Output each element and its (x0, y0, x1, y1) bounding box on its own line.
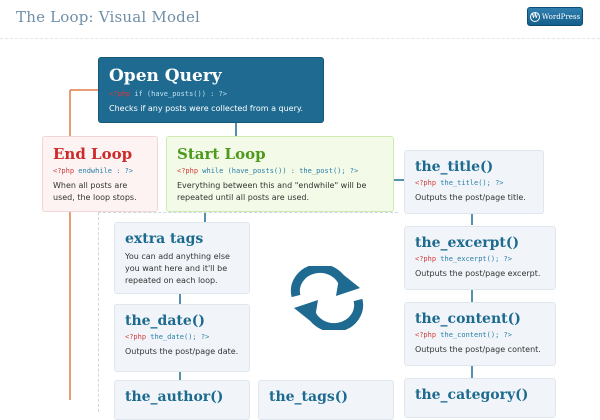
card-code: <?php the_excerpt(); ?> (415, 255, 512, 263)
card-desc: Outputs the post/page content. (415, 345, 541, 354)
wordpress-badge-label: WordPress (541, 12, 581, 21)
card-title: the_excerpt() (415, 235, 520, 251)
wordpress-badge[interactable]: W WordPress (527, 7, 583, 26)
card-title: the_author() (125, 389, 224, 405)
card-the-author: the_author() (114, 380, 250, 420)
open-query-code: <?php if (have_posts()) : ?> (109, 90, 228, 98)
open-query-box: Open Query <?php if (have_posts()) : ?> … (98, 57, 324, 123)
end-loop-desc: When all posts are used, the loop stops. (53, 181, 137, 202)
card-title: the_category() (415, 387, 529, 403)
card-title: the_date() (125, 313, 206, 329)
card-title: the_title() (415, 159, 494, 175)
open-query-title: Open Query (109, 66, 222, 86)
card-desc: Outputs the post/page excerpt. (415, 269, 541, 278)
card-the-date: the_date() <?php the_date(); ?> Outputs … (114, 304, 250, 372)
wordpress-logo-icon: W (529, 11, 540, 22)
card-desc: You can add anything else you want here … (125, 252, 230, 285)
loop-region-frame (98, 212, 398, 412)
start-loop-box: Start Loop <?php while (have_posts()) : … (166, 136, 394, 212)
card-code: <?php the_content(); ?> (415, 331, 512, 339)
refresh-cycle-icon (290, 266, 364, 330)
card-title: the_content() (415, 311, 521, 327)
header-divider (0, 38, 600, 39)
end-loop-box: End Loop <?php endwhile : ?> When all po… (42, 136, 158, 212)
card-the-content: the_content() <?php the_content(); ?> Ou… (404, 302, 556, 366)
start-loop-code: <?php while (have_posts()) : the_post();… (177, 167, 359, 175)
end-loop-title: End Loop (53, 145, 133, 163)
card-the-title: the_title() <?php the_title(); ?> Output… (404, 150, 544, 214)
connectors (69, 89, 473, 400)
card-the-category: the_category() (404, 378, 556, 418)
card-title: extra tags (125, 231, 204, 247)
start-loop-title: Start Loop (177, 145, 266, 163)
card-desc: Outputs the post/page title. (415, 193, 526, 202)
card-the-tags: the_tags() (258, 380, 394, 420)
start-loop-desc: Everything between this and "endwhile" w… (177, 181, 367, 202)
card-code: <?php the_title(); ?> (415, 179, 504, 187)
page-title: The Loop: Visual Model (16, 8, 201, 26)
end-loop-code: <?php endwhile : ?> (53, 167, 134, 175)
card-extra-tags: extra tags You can add anything else you… (114, 222, 250, 294)
card-title: the_tags() (269, 389, 349, 405)
card-the-excerpt: the_excerpt() <?php the_excerpt(); ?> Ou… (404, 226, 556, 290)
card-code: <?php the_date(); ?> (125, 333, 210, 341)
open-query-desc: Checks if any posts were collected from … (109, 104, 304, 113)
card-desc: Outputs the post/page date. (125, 347, 239, 356)
